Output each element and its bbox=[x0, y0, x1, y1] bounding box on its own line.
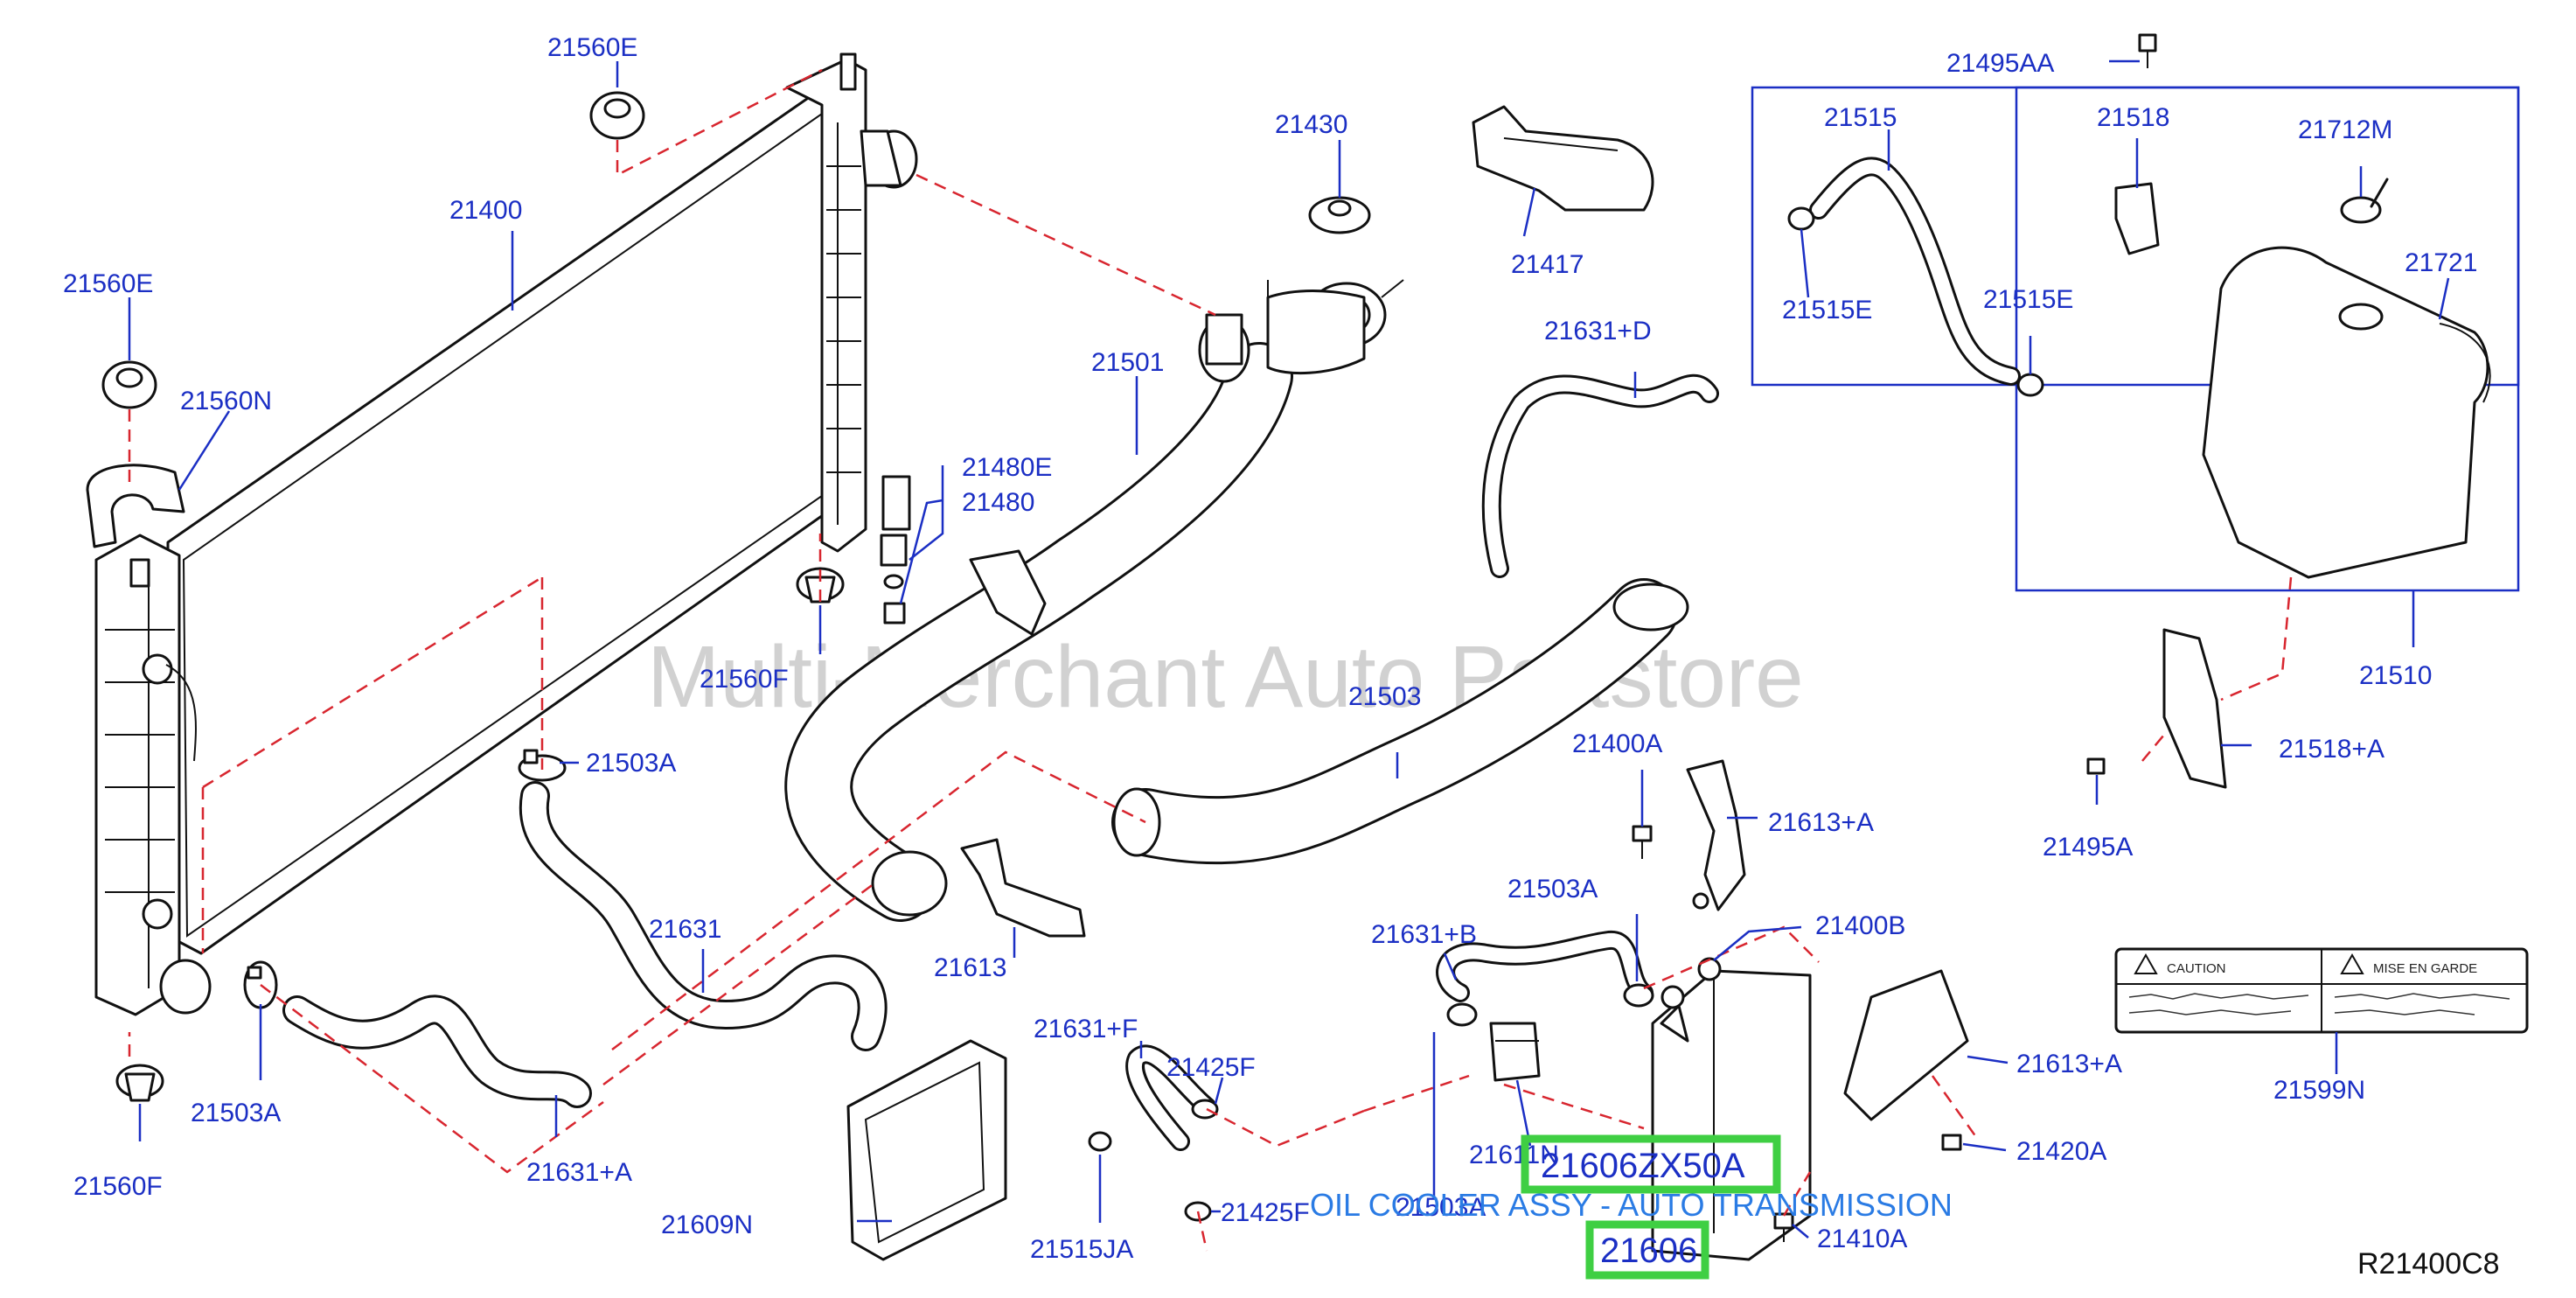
label-21609N[interactable]: 21609N bbox=[661, 1211, 753, 1239]
part-labels: 21560E 21400 21560E 21560N 21480E 21480 … bbox=[63, 33, 2477, 1264]
label-21560F-mid[interactable]: 21560F bbox=[700, 665, 789, 694]
label-21515E-right[interactable]: 21515E bbox=[1983, 285, 2073, 314]
label-21515[interactable]: 21515 bbox=[1824, 103, 1897, 132]
label-21631B[interactable]: 21631+B bbox=[1371, 920, 1477, 949]
label-21425F-lower[interactable]: 21425F bbox=[1221, 1198, 1310, 1227]
label-21613[interactable]: 21613 bbox=[934, 953, 1006, 982]
label-21420A[interactable]: 21420A bbox=[2016, 1137, 2106, 1166]
radiator-cap[interactable] bbox=[1308, 196, 1371, 234]
reservoir-tank-21721[interactable] bbox=[2202, 246, 2491, 579]
label-21712M[interactable]: 21712M bbox=[2298, 115, 2392, 144]
label-21495AA[interactable]: 21495AA bbox=[1946, 49, 2054, 78]
grommet-left[interactable] bbox=[101, 360, 157, 409]
label-21721[interactable]: 21721 bbox=[2405, 248, 2477, 277]
bolt-21400A[interactable] bbox=[1632, 825, 1653, 859]
label-21480[interactable]: 21480 bbox=[962, 488, 1034, 517]
label-21515JA[interactable]: 21515JA bbox=[1030, 1235, 1133, 1264]
bracket-21518[interactable] bbox=[2114, 182, 2160, 255]
drain-plug[interactable] bbox=[880, 534, 908, 625]
grommet-top[interactable] bbox=[589, 91, 645, 140]
clamps-21515E[interactable] bbox=[1787, 206, 2044, 397]
label-21560N[interactable]: 21560N bbox=[180, 387, 272, 415]
hose-21631D[interactable] bbox=[1481, 373, 1719, 578]
air-guide-21609N[interactable] bbox=[846, 1039, 1007, 1261]
highlight-part-number[interactable]: 21606ZX50A bbox=[1521, 1134, 1781, 1194]
label-21515E-left[interactable]: 21515E bbox=[1782, 296, 1872, 324]
label-21631D[interactable]: 21631+D bbox=[1544, 317, 1652, 345]
label-21631A[interactable]: 21631+A bbox=[526, 1158, 632, 1187]
label-21495A[interactable]: 21495A bbox=[2043, 833, 2133, 862]
lower-hose-21503[interactable] bbox=[1111, 578, 1689, 865]
bracket-21613A-lower[interactable] bbox=[1843, 969, 1969, 1121]
hose-21631F[interactable] bbox=[1125, 1044, 1216, 1151]
hose-clamp-mid[interactable] bbox=[518, 749, 567, 782]
label-21510[interactable]: 21510 bbox=[2359, 661, 2432, 690]
bracket-21613[interactable] bbox=[960, 838, 1086, 938]
hose-21631[interactable] bbox=[519, 781, 888, 1051]
hose-21631B[interactable] bbox=[1436, 931, 1654, 1002]
reference-code: R21400C8 bbox=[2357, 1247, 2500, 1281]
caution-label[interactable]: CAUTION MISE EN GARDE bbox=[2114, 947, 2529, 1034]
bracket-21518A[interactable] bbox=[2162, 628, 2227, 789]
label-21599N[interactable]: 21599N bbox=[2273, 1076, 2365, 1105]
label-21518[interactable]: 21518 bbox=[2097, 103, 2169, 132]
label-21425F-upper[interactable]: 21425F bbox=[1166, 1053, 1256, 1082]
filler-neck-housing[interactable] bbox=[1198, 279, 1404, 383]
label-21410A[interactable]: 21410A bbox=[1817, 1225, 1907, 1253]
caution-heading-left: CAUTION bbox=[2167, 961, 2226, 976]
label-21503A-under[interactable]: 21503A bbox=[1396, 1193, 1486, 1222]
hose-21631A[interactable] bbox=[282, 994, 592, 1108]
label-21613A-lower[interactable]: 21613+A bbox=[2016, 1050, 2122, 1078]
assembly-dashed-lines bbox=[128, 68, 2293, 1252]
label-21560E-top[interactable]: 21560E bbox=[547, 33, 637, 62]
part-description: OIL COOLER ASSY - AUTO TRANSMISSION bbox=[1310, 1187, 1953, 1223]
grommet-bottom[interactable] bbox=[115, 1064, 164, 1102]
label-21631F[interactable]: 21631+F bbox=[1034, 1015, 1138, 1043]
bolt-21420A[interactable] bbox=[1941, 1134, 1962, 1151]
label-21611N[interactable]: 21611N bbox=[1469, 1141, 1559, 1169]
label-21400[interactable]: 21400 bbox=[449, 196, 522, 225]
label-21480E[interactable]: 21480E bbox=[962, 453, 1052, 482]
label-21503[interactable]: 21503 bbox=[1348, 682, 1421, 711]
upper-hose-21501[interactable] bbox=[784, 342, 1293, 922]
connector-21611N[interactable] bbox=[1489, 1022, 1541, 1082]
label-21503A-low[interactable]: 21503A bbox=[191, 1099, 281, 1127]
radiator-mount-bracket[interactable] bbox=[86, 464, 185, 548]
label-21560F-low[interactable]: 21560F bbox=[73, 1172, 163, 1201]
clamp-21503A-right[interactable] bbox=[1446, 983, 1654, 1027]
cap-21712M[interactable] bbox=[2340, 178, 2389, 224]
bracket-21417[interactable] bbox=[1472, 105, 1654, 212]
highlight-part-base[interactable]: 21606 bbox=[1585, 1220, 1709, 1280]
hose-21515[interactable] bbox=[1809, 157, 2021, 386]
label-21400B[interactable]: 21400B bbox=[1815, 911, 1905, 940]
label-21631[interactable]: 21631 bbox=[649, 915, 721, 944]
label-21417[interactable]: 21417 bbox=[1511, 250, 1584, 279]
leader-lines bbox=[128, 59, 2450, 1239]
bolt-21495AA[interactable] bbox=[2138, 33, 2157, 68]
radiator-illustration[interactable] bbox=[94, 52, 918, 1016]
label-21400A[interactable]: 21400A bbox=[1572, 729, 1662, 758]
label-21430[interactable]: 21430 bbox=[1275, 110, 1347, 139]
highlight-part-number-text: 21606ZX50A bbox=[1541, 1147, 1745, 1185]
label-21501[interactable]: 21501 bbox=[1091, 348, 1164, 377]
caution-heading-right: MISE EN GARDE bbox=[2373, 961, 2477, 976]
highlight-part-base-text: 21606 bbox=[1600, 1232, 1697, 1270]
label-21503A-right[interactable]: 21503A bbox=[1507, 875, 1598, 904]
label-21560E-left[interactable]: 21560E bbox=[63, 269, 153, 298]
reservoir-group-box-lower bbox=[2015, 86, 2520, 592]
bolt-21495A[interactable] bbox=[2086, 757, 2106, 775]
bracket-21613A-upper[interactable] bbox=[1686, 759, 1746, 911]
label-21613A-upper[interactable]: 21613+A bbox=[1768, 808, 1874, 837]
label-21503A-mid[interactable]: 21503A bbox=[586, 749, 676, 778]
label-21518A[interactable]: 21518+A bbox=[2279, 735, 2385, 764]
